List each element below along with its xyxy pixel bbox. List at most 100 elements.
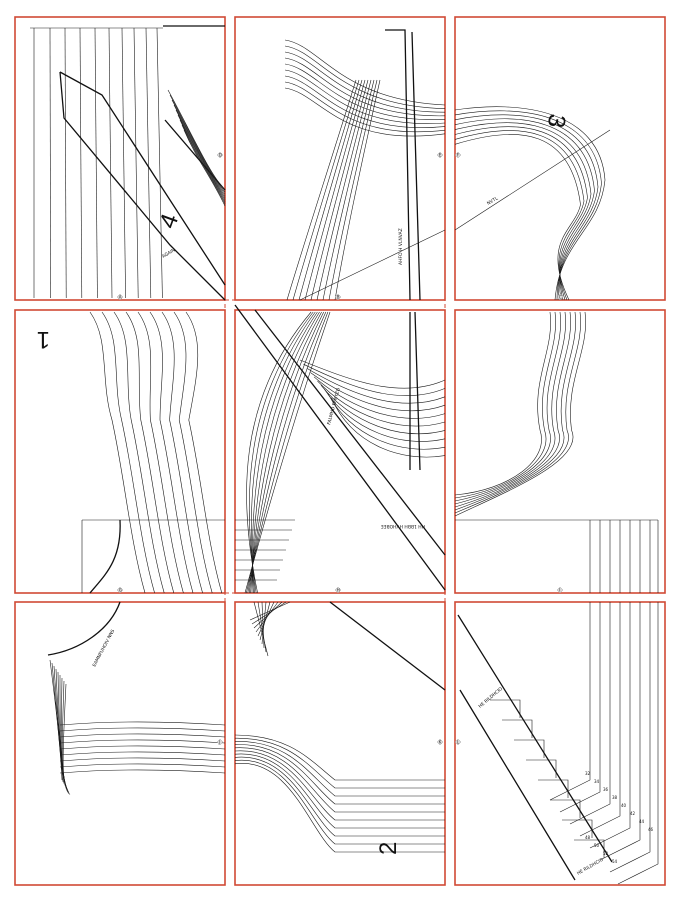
curve-line <box>304 79 366 301</box>
fan-line <box>169 94 226 193</box>
curve-line <box>328 79 378 301</box>
label-bottom-right-b: HE RILDHCIO <box>576 857 605 877</box>
curve-line <box>51 662 64 782</box>
tile-3-3 <box>454 601 666 886</box>
grade-line <box>569 602 611 825</box>
grade-line <box>145 27 152 299</box>
size-label: 36 <box>603 787 609 792</box>
curve-line <box>284 69 446 124</box>
tile-marker-label: B <box>337 294 340 299</box>
curve-set-bottom-left <box>49 659 226 795</box>
curve-line <box>454 311 576 511</box>
curve-line <box>137 311 184 594</box>
tile-marker <box>116 586 124 594</box>
size-label: 32 <box>585 771 591 776</box>
curve-line <box>284 87 446 137</box>
curve-line <box>252 311 318 594</box>
fan-lines-top-left <box>167 89 226 207</box>
armhole-curve <box>89 519 121 594</box>
curve-line <box>331 397 446 458</box>
curve-line <box>284 57 446 117</box>
curve-set-middle-left <box>89 311 223 594</box>
curve-line <box>101 311 155 594</box>
grade-line <box>108 27 113 299</box>
curve-line <box>310 372 446 412</box>
curve-line <box>250 311 322 594</box>
grade-line <box>49 27 51 299</box>
size-label: 54 <box>612 859 618 864</box>
curve-line <box>234 741 445 797</box>
curve-line <box>454 118 595 301</box>
grain-line-top-middle <box>299 229 446 301</box>
tile-marker-label: L <box>457 739 460 744</box>
label-top-right: NVTL <box>486 195 500 206</box>
curve-line <box>173 311 213 594</box>
piece-number-4: 4 <box>154 210 184 232</box>
curve-line <box>125 311 175 594</box>
grain-line-top-right <box>454 129 611 231</box>
curve-set-middle-right <box>454 311 586 517</box>
curve-line <box>59 751 226 756</box>
grade-line <box>559 602 601 813</box>
step-line <box>526 759 557 778</box>
curve-line <box>62 683 71 795</box>
curve-line <box>259 601 271 641</box>
curve-line <box>454 311 586 517</box>
label-bottom-right-a: HE RILDHCIO <box>477 686 504 710</box>
curve-set-top-right <box>454 106 606 301</box>
curve-line <box>248 311 314 594</box>
piece-number-2: 2 <box>375 842 402 855</box>
grade-line <box>121 27 126 299</box>
curve-line <box>149 311 194 594</box>
curve-line <box>284 45 446 109</box>
fan-line <box>173 104 226 197</box>
grade-line <box>589 602 631 849</box>
curve-line <box>334 79 381 301</box>
curve-line <box>322 79 375 301</box>
tile-1-2 <box>234 16 446 301</box>
curve-line <box>62 680 70 793</box>
side-seam-line <box>409 311 421 471</box>
pattern-lines <box>30 25 659 885</box>
size-label: 44 <box>639 819 645 824</box>
size-label: 46 <box>648 827 654 832</box>
curve-line <box>251 311 320 594</box>
tile-marker <box>454 738 462 746</box>
curve-line <box>59 733 226 738</box>
grade-line <box>79 27 83 299</box>
curve-line <box>324 389 446 442</box>
tile-marker <box>436 738 444 746</box>
curve-line <box>454 110 602 301</box>
curve-line <box>59 739 226 744</box>
curve-line <box>303 363 446 396</box>
curve-line <box>246 311 329 594</box>
size-label: 38 <box>612 795 618 800</box>
size-label: 34 <box>594 779 600 784</box>
grade-lines-bottom-right <box>549 602 659 885</box>
grade-line <box>133 27 139 299</box>
piece-4-outline <box>59 71 226 301</box>
tile-1-3 <box>454 16 666 301</box>
curve-line <box>234 763 445 853</box>
curve-line <box>298 79 363 301</box>
curve-line <box>454 311 571 508</box>
curve-line <box>310 79 369 301</box>
tile-marker-label: G <box>119 587 122 592</box>
tile-marker-label: H <box>337 587 340 592</box>
curve-line <box>234 744 445 805</box>
curve-line <box>234 747 445 813</box>
curve-line <box>284 63 446 120</box>
center-front-line <box>385 29 421 301</box>
curve-line <box>320 385 446 434</box>
tile-marker-label: C <box>559 294 562 299</box>
curve-line <box>248 311 324 594</box>
grade-line <box>599 602 641 861</box>
tile-2-3 <box>454 309 666 594</box>
curve-line <box>234 750 445 821</box>
tile-marker-label: I <box>559 587 560 592</box>
tile-3-1 <box>14 601 226 886</box>
tile-marker-label: K <box>439 739 442 744</box>
curve-line <box>234 753 445 829</box>
